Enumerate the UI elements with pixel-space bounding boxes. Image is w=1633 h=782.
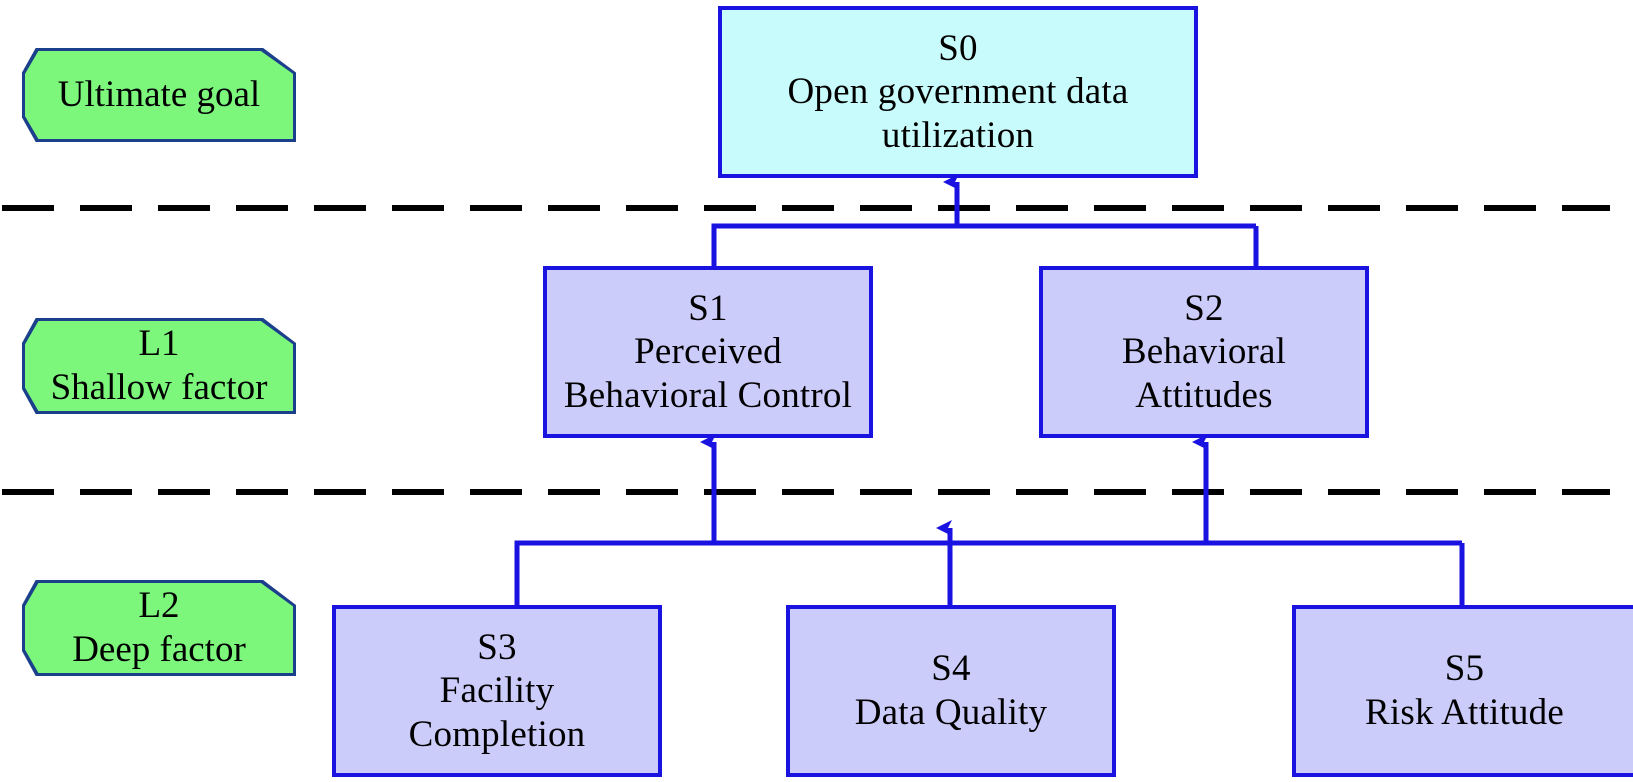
- node-line: utilization: [881, 114, 1035, 156]
- edge-group-l1-to-s0: [711, 174, 1259, 268]
- node-line: Open government data: [787, 71, 1129, 113]
- node-line: Perceived: [634, 331, 782, 373]
- node-line: Behavioral: [1121, 331, 1287, 373]
- node-line: Behavioral Control: [563, 374, 853, 416]
- edge-s3-to-bus: [514, 540, 1462, 605]
- node-line: S3: [477, 626, 517, 668]
- layer-tag-ultimate-goal: [22, 48, 296, 142]
- edge-s1-to-bus: [711, 223, 1256, 268]
- node-line: S4: [931, 648, 971, 690]
- node-line: Risk Attitude: [1365, 692, 1564, 733]
- node-line: Attitudes: [1135, 374, 1273, 416]
- node-line: Facility: [439, 670, 555, 712]
- node-s1[interactable]: S1 Perceived Behavioral Control: [543, 266, 873, 438]
- layer-tag-l1: [22, 318, 296, 414]
- node-line: S1: [688, 287, 728, 329]
- node-line: Data Quality: [854, 692, 1048, 733]
- node-s3[interactable]: S3 Facility Completion: [332, 605, 662, 777]
- layer-tag-l2: [22, 580, 296, 676]
- node-s0[interactable]: S0 Open government data utilization: [718, 6, 1198, 178]
- node-s4[interactable]: S4 Data Quality: [786, 605, 1116, 777]
- edge-group-l2-to-l1: [514, 434, 1465, 605]
- node-line: S0: [938, 27, 978, 69]
- node-s5[interactable]: S5 Risk Attitude: [1292, 605, 1633, 777]
- node-line: S5: [1444, 648, 1485, 690]
- node-line: Completion: [408, 713, 586, 755]
- node-s2[interactable]: S2 Behavioral Attitudes: [1039, 266, 1369, 438]
- node-line: S2: [1184, 287, 1224, 329]
